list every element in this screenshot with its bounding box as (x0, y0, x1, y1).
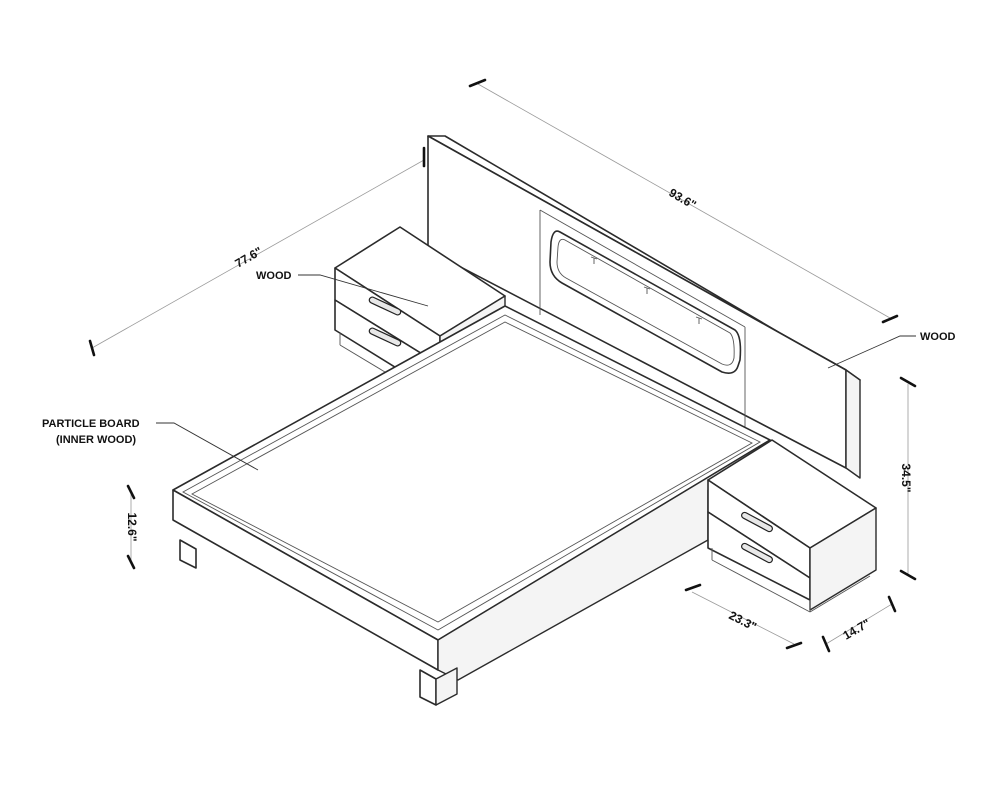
callout-wood-headboard: WOOD (827, 331, 955, 369)
drawer-handle (741, 542, 773, 564)
light-icon (695, 316, 703, 324)
label-wood-headboard: WOOD (920, 331, 955, 343)
dimension-length-label: 77.6" (233, 244, 265, 271)
dimension-nightstand-width: 23.3" (684, 583, 803, 650)
label-wood-nightstand: WOOD (256, 270, 291, 282)
bed-leg (435, 667, 458, 706)
callout-particle-board: PARTICLE BOARD (INNER WOOD) (42, 418, 259, 471)
drawer-handle (368, 296, 402, 316)
light-icon (643, 286, 651, 294)
dimension-headboard-height-label: 34.5" (899, 463, 913, 492)
callout-wood-nightstand: WOOD (256, 270, 429, 307)
dimension-headboard-height: 34.5" (899, 376, 917, 581)
label-particle-board-line2: (INNER WOOD) (56, 434, 136, 446)
label-particle-board-line1: PARTICLE BOARD (42, 418, 140, 430)
bed-leg (179, 539, 197, 569)
dimension-platform-height: 12.6" (125, 484, 139, 570)
bed-leg (419, 669, 437, 706)
light-icon (590, 256, 598, 264)
drawer-handle (741, 511, 773, 533)
dimension-nightstand-depth: 14.7" (821, 595, 897, 653)
dimension-width-label: 93.6" (667, 185, 699, 212)
dimension-platform-height-label: 12.6" (125, 512, 139, 541)
drawer-handle (368, 327, 402, 347)
dimension-nightstand-depth-label: 14.7" (841, 616, 873, 643)
headboard (427, 135, 861, 479)
nightstand-right (707, 439, 877, 613)
dimension-nightstand-width-label: 23.3" (727, 608, 759, 634)
